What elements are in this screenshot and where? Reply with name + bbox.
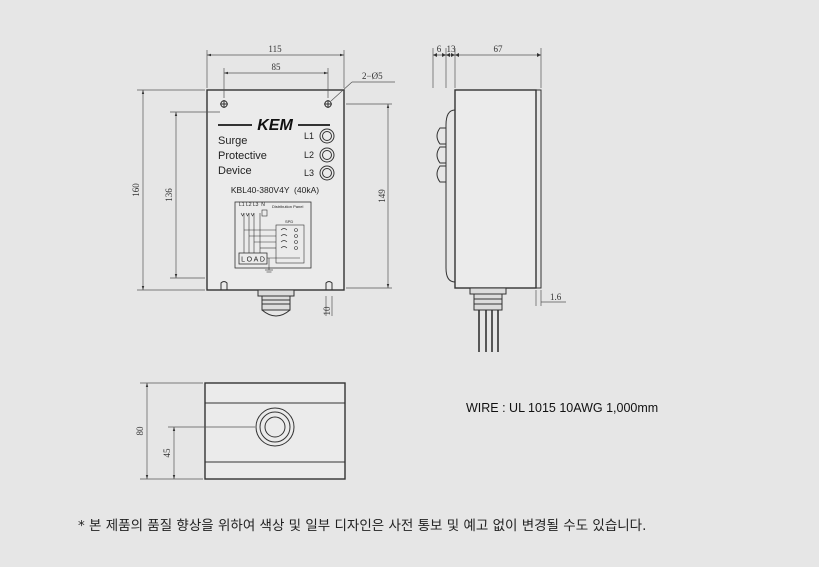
mounting-hole-right xyxy=(324,100,332,108)
indicator-label-l1: L1 xyxy=(304,131,314,141)
device-title-line-2: Protective xyxy=(218,150,267,162)
dim-80: 80 xyxy=(135,426,145,436)
indicator-label-l2: L2 xyxy=(304,150,314,160)
brand-logo: KEM xyxy=(257,117,293,134)
lamp-bump-3 xyxy=(436,165,446,183)
wires xyxy=(478,310,499,352)
lamp-bump-1 xyxy=(436,127,446,145)
bottom-dimensions xyxy=(140,382,255,480)
spd-label: SPD xyxy=(285,219,293,224)
footnote: * 본 제품의 품질 향상을 위하여 색상 및 일부 디자인은 사전 통보 및 … xyxy=(78,518,647,534)
mounting-plate xyxy=(535,89,542,289)
dim-1-6: 1.6 xyxy=(550,292,562,302)
distribution-panel-box xyxy=(234,201,312,269)
dim-149: 149 xyxy=(377,189,387,203)
dim-67: 67 xyxy=(494,44,504,54)
dim-6: 6 xyxy=(437,44,442,54)
front-dimensions xyxy=(137,50,395,316)
device-title-line-1: Surge xyxy=(218,135,247,147)
bottom-view xyxy=(204,382,346,480)
dim-10: 10 xyxy=(322,306,332,316)
dim-136: 136 xyxy=(164,188,174,202)
panel-title: Distribution Panel xyxy=(272,204,303,209)
dim-13: 13 xyxy=(447,44,457,54)
panel-wiring xyxy=(240,209,300,273)
side-view xyxy=(436,89,542,352)
bottom-slot-right xyxy=(325,281,333,290)
dim-115: 115 xyxy=(268,44,282,54)
indicator-label-l3: L3 xyxy=(304,168,314,178)
wire-spec: WIRE : UL 1015 10AWG 1,000mm xyxy=(466,401,659,415)
model-label: KBL40-380V4Y (40kA) xyxy=(231,185,319,195)
load-label: L O A D xyxy=(241,257,265,264)
mounting-hole-left xyxy=(220,100,228,108)
lamp-bump-2 xyxy=(436,146,446,164)
indicator-l2 xyxy=(319,147,335,163)
front-housing xyxy=(206,89,345,291)
panel-terminals: L1 L2 L3 N xyxy=(239,202,265,208)
cable-gland xyxy=(257,289,295,317)
device-title-line-3: Device xyxy=(218,165,252,177)
indicator-l3 xyxy=(319,165,335,181)
indicator-l1 xyxy=(319,128,335,144)
spd-box xyxy=(275,224,305,264)
side-housing xyxy=(454,89,537,289)
bottom-gland xyxy=(255,407,295,447)
side-cable-gland xyxy=(469,287,507,311)
bottom-housing xyxy=(204,382,346,480)
dim-45: 45 xyxy=(162,448,172,458)
load-box xyxy=(238,252,268,265)
dim-holes: 2−Ø5 xyxy=(362,71,383,81)
front-view xyxy=(206,89,345,317)
dim-160: 160 xyxy=(131,183,141,197)
bottom-slot-left xyxy=(220,281,228,290)
dim-85: 85 xyxy=(272,62,282,72)
side-dimensions xyxy=(432,48,566,306)
